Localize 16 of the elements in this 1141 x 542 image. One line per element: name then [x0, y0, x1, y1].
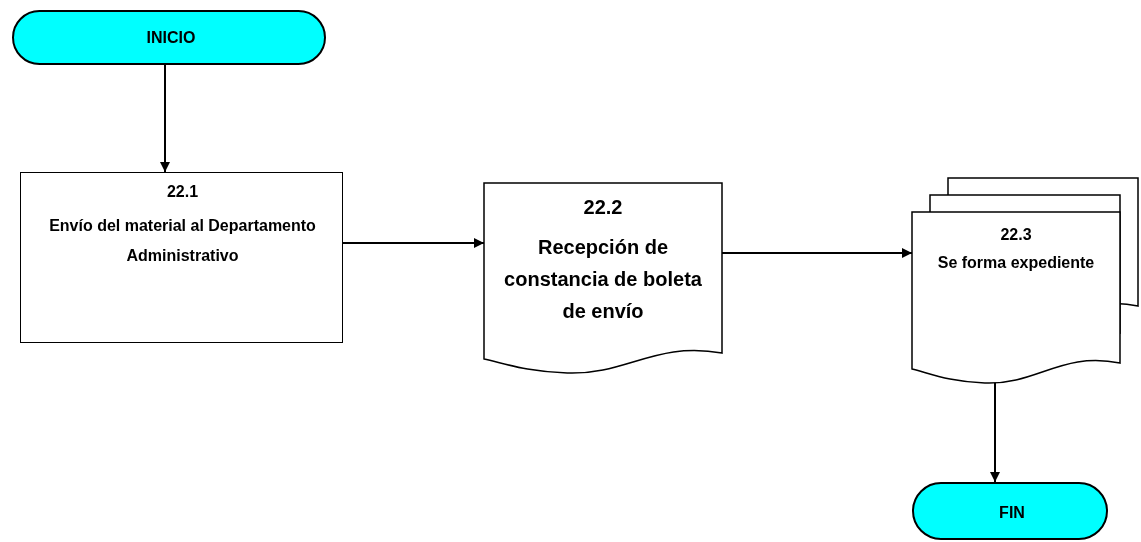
arrow	[342, 238, 485, 248]
terminator-shape	[912, 482, 1108, 540]
node-label: INICIO	[145, 29, 197, 47]
step-number: 22.3	[999, 225, 1033, 245]
document-shape	[484, 183, 722, 375]
arrow	[990, 381, 1000, 483]
node-label: FIN	[998, 504, 1026, 522]
node-label: Recepción de constancia de boleta de envío	[503, 235, 703, 324]
process-box	[20, 172, 343, 343]
terminator-shape	[12, 10, 326, 65]
node-label: Se forma expediente	[936, 253, 1096, 273]
multi-document-shape	[912, 178, 1139, 385]
node-label: Envío del material al Departamento Administrativo	[48, 216, 317, 266]
step-number: 22.2	[582, 195, 624, 220]
arrow	[160, 64, 170, 173]
step-number: 22.1	[165, 182, 200, 202]
